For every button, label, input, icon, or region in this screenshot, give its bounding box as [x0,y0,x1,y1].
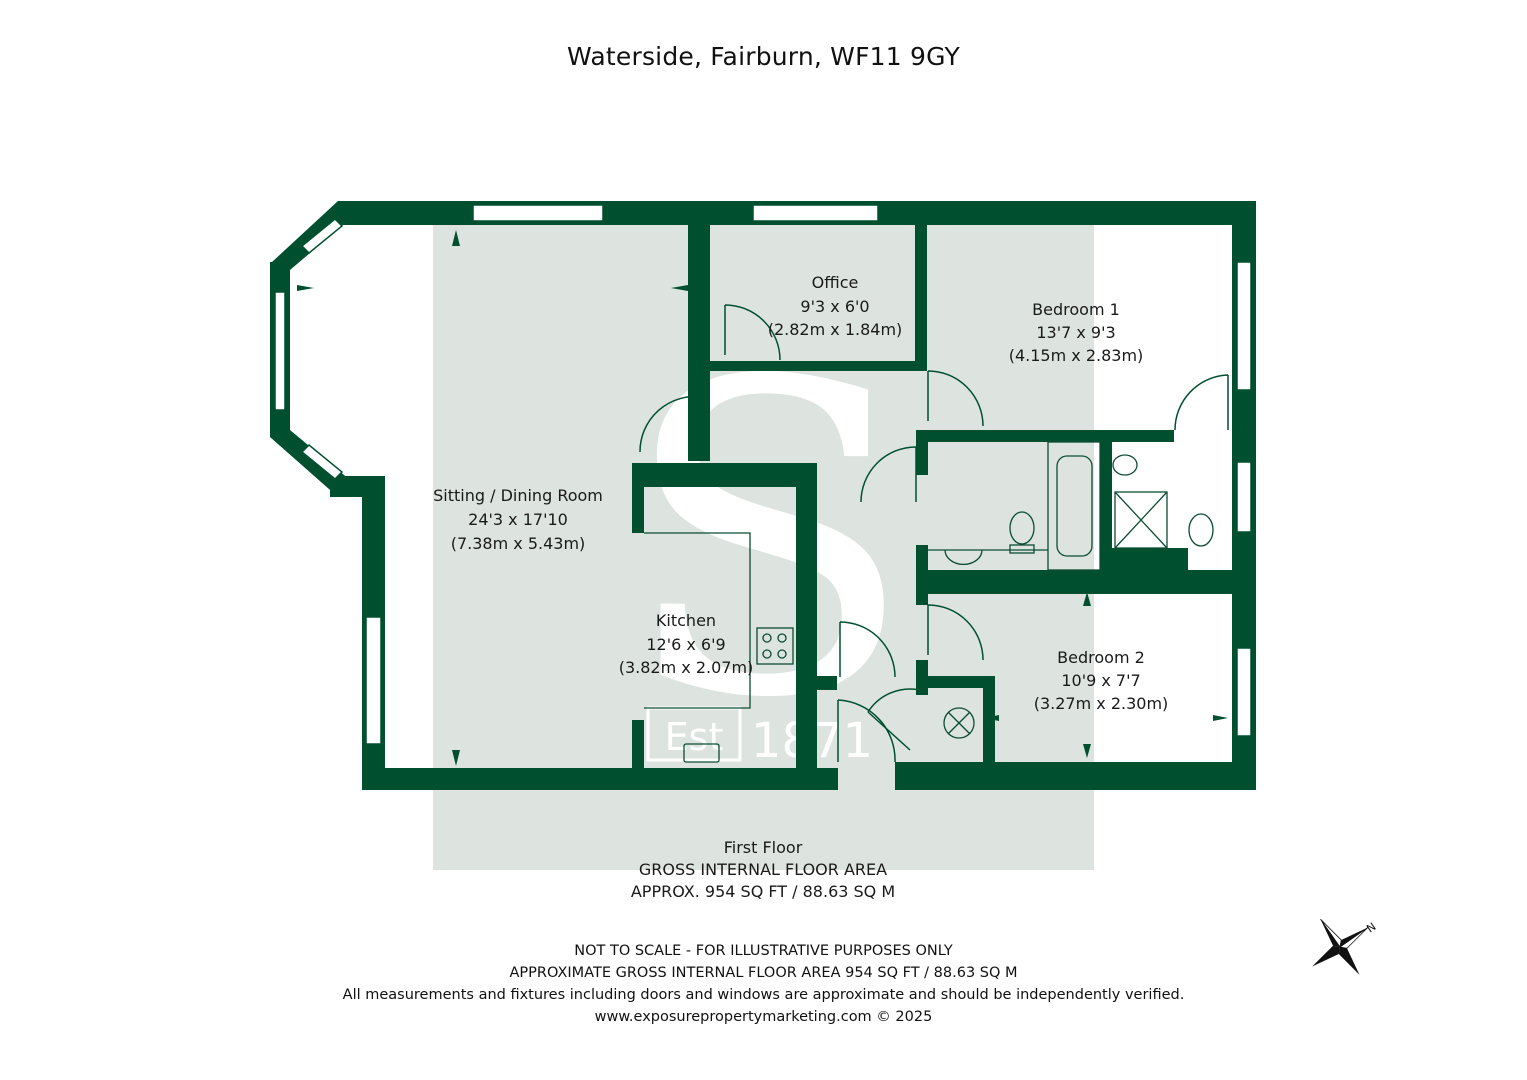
room-bedroom-2: Bedroom 2 10'9 x 7'7 (3.27m x 2.30m) [1034,648,1169,713]
svg-text:Office: Office [812,273,859,292]
svg-text:(3.27m x 2.30m): (3.27m x 2.30m) [1034,694,1169,713]
svg-text:10'9 x 7'7: 10'9 x 7'7 [1061,671,1140,690]
compass-north-letter: N [1364,920,1378,935]
plan-title: Waterside, Fairburn, WF11 9GY [567,42,960,71]
svg-text:(3.82m x 2.07m): (3.82m x 2.07m) [619,658,754,677]
floor-area: First Floor GROSS INTERNAL FLOOR AREA AP… [631,838,895,901]
svg-text:(7.38m x 5.43m): (7.38m x 5.43m) [451,534,586,553]
room-labels: Office 9'3 x 6'0 (2.82m x 1.84m) Bedroom… [433,273,1168,713]
website-link[interactable]: www.exposurepropertymarketing.com © 2025 [594,1009,933,1025]
room-kitchen: Kitchen 12'6 x 6'9 (3.82m x 2.07m) [619,611,754,677]
svg-text:12'6 x 6'9: 12'6 x 6'9 [646,635,725,654]
room-sitting-dining: Sitting / Dining Room 24'3 x 17'10 (7.38… [433,486,603,553]
svg-text:Bedroom 1: Bedroom 1 [1032,300,1120,319]
floor-area-heading: GROSS INTERNAL FLOOR AREA [639,860,887,879]
svg-text:9'3 x 6'0: 9'3 x 6'0 [800,297,869,316]
shower-icon [1114,491,1168,549]
room-bedroom-1: Bedroom 1 13'7 x 9'3 (4.15m x 2.83m) [1009,300,1144,365]
basin-icon [928,549,1048,565]
svg-text:Sitting / Dining Room: Sitting / Dining Room [433,486,603,505]
svg-text:(2.82m x 1.84m): (2.82m x 1.84m) [768,320,903,339]
toilet-icon [1009,511,1035,545]
svg-text:24'3 x 17'10: 24'3 x 17'10 [468,510,568,529]
doors [639,304,1229,763]
disclaimer: NOT TO SCALE - FOR ILLUSTRATIVE PURPOSES… [0,940,1527,1028]
cupboard-fan-icon [943,707,975,739]
compass-rose-icon [1312,918,1369,975]
ensuite-toilet-icon [1188,513,1214,547]
kitchen-counter [644,532,751,709]
floor-area-value: APPROX. 954 SQ FT / 88.63 SQ M [631,882,895,901]
disclaimer-line-1: NOT TO SCALE - FOR ILLUSTRATIVE PURPOSES… [574,943,953,959]
room-office: Office 9'3 x 6'0 (2.82m x 1.84m) [768,273,903,339]
fixtures [644,441,1214,763]
hob-icon [756,627,794,665]
svg-text:Bedroom 2: Bedroom 2 [1057,648,1145,667]
svg-text:13'7 x 9'3: 13'7 x 9'3 [1036,323,1115,342]
watermark: S Est 1871 [433,225,1094,870]
windows [274,204,1252,745]
floor-name: First Floor [724,838,803,857]
sink-icon [683,743,720,763]
dimension-arrows [297,230,1228,766]
watermark-est: Est [665,715,724,759]
bath-icon [1047,441,1101,571]
ensuite-basin-icon [1112,454,1138,476]
disclaimer-line-3: All measurements and fixtures including … [342,987,1185,1003]
svg-text:Kitchen: Kitchen [656,611,716,630]
disclaimer-line-2: APPROXIMATE GROSS INTERNAL FLOOR AREA 95… [509,965,1018,981]
svg-text:(4.15m x 2.83m): (4.15m x 2.83m) [1009,346,1144,365]
